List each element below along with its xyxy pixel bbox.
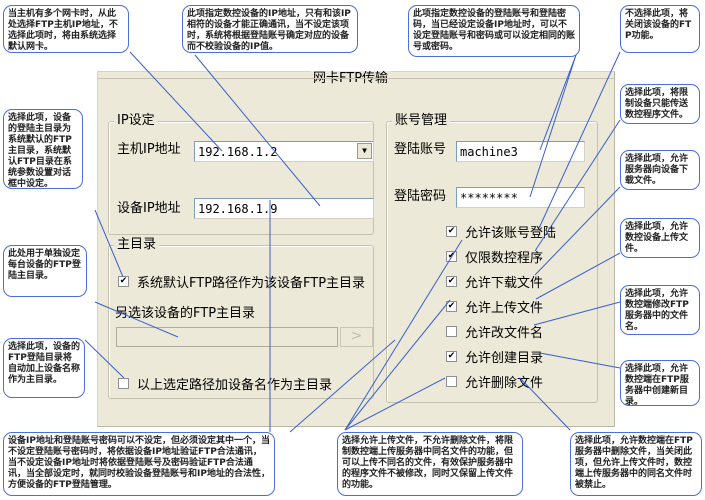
- login-account-label: 登陆账号: [394, 142, 447, 157]
- annotation-upload: 选择此项，允许数控设备上传文件。: [620, 218, 700, 258]
- option-label: 允许下载文件: [465, 276, 544, 291]
- append-name-label: 以上选定路径加设备名作为主目录: [137, 378, 333, 393]
- default-path-checkbox[interactable]: ✔ 系统默认FTP路径作为该设备FTP主目录: [118, 272, 365, 291]
- annotation-mkdir: 选择此项，允许数控端在FTP服务器中创建新目录。: [620, 360, 700, 407]
- annotation-append-name: 选择此项，设备的FTP登陆目录将自动加上设备名称作为主目录。: [3, 338, 85, 398]
- home-directory-legend: 主目录: [114, 237, 160, 252]
- annotation-alt-directory: 此处用于单独设定每台设备的FTP登陆主目录。: [3, 245, 87, 297]
- checkbox-checked-icon[interactable]: ✔: [446, 226, 457, 237]
- option-label: 允许删除文件: [465, 376, 544, 391]
- alt-directory-label: 另选该设备的FTP主目录: [115, 306, 256, 321]
- chevron-down-icon[interactable]: ▼: [357, 143, 372, 159]
- allow-login-checkbox[interactable]: ✔ 允许该账号登陆: [446, 222, 556, 241]
- login-password-input[interactable]: ********: [456, 187, 585, 208]
- allow-delete-checkbox[interactable]: ✔ 允许删除文件: [446, 372, 543, 391]
- checkbox-checked-icon[interactable]: ✔: [118, 276, 129, 287]
- browse-button[interactable]: >: [340, 327, 373, 347]
- annotation-host-ip: 当主机有多个网卡时，从此处选择FTP主机IP地址，不选择此项时，将由系统选择默认…: [3, 5, 129, 53]
- annotation-nc-only: 选择此项，将限制设备只能传送数控程序文件。: [620, 84, 700, 124]
- checkbox-unchecked-icon[interactable]: ✔: [446, 326, 457, 337]
- option-label: 仅限数控程序: [465, 251, 544, 266]
- checkbox-unchecked-icon[interactable]: ✔: [446, 376, 457, 387]
- host-ip-value: 192.168.1.2: [198, 145, 278, 159]
- account-management-legend: 账号管理: [392, 113, 451, 128]
- annotation-default-path: 选择此项，设备的登陆主目录为系统默认的FTP主目录，系统默认FTP目录在系统参数…: [3, 109, 83, 189]
- checkbox-checked-icon[interactable]: ✔: [446, 276, 457, 287]
- host-ip-dropdown[interactable]: 192.168.1.2 ▼: [194, 141, 374, 162]
- append-name-checkbox[interactable]: ✔ 以上选定路径加设备名作为主目录: [118, 374, 332, 393]
- option-label: 允许上传文件: [465, 301, 544, 316]
- device-ip-input[interactable]: 192.168.1.9: [194, 198, 374, 219]
- allow-rename-checkbox[interactable]: ✔ 允许改文件名: [446, 322, 543, 341]
- annotation-allow-login: 不选择此项，将关闭该设备的FTP功能。: [620, 5, 700, 53]
- annotation-delete: 选择此项，允许数控端在FTP服务器中删除文件，当关闭此项，但允许上传文件时，数控…: [570, 432, 702, 496]
- login-password-label: 登陆密码: [394, 189, 447, 204]
- annotation-upload-no-delete: 选择允许上传文件，不允许删除文件，将限制数控端上传服务器中同名文件的功能，但可以…: [337, 432, 523, 496]
- annotation-ip-account-rule: 设备IP地址和登陆账号密码可以不设定，但必须设定其中一个，当不设定登陆账号密码时…: [3, 432, 275, 496]
- ip-settings-legend: IP设定: [114, 113, 158, 128]
- login-account-input[interactable]: machine3: [456, 141, 585, 162]
- allow-upload-checkbox[interactable]: ✔ 允许上传文件: [446, 297, 543, 316]
- default-path-label: 系统默认FTP路径作为该设备FTP主目录: [137, 276, 366, 291]
- device-ip-label: 设备IP地址: [117, 201, 181, 216]
- checkbox-checked-icon[interactable]: ✔: [446, 301, 457, 312]
- checkbox-unchecked-icon[interactable]: ✔: [118, 378, 129, 389]
- host-ip-label: 主机IP地址: [117, 142, 181, 157]
- checkbox-checked-icon[interactable]: ✔: [446, 251, 457, 262]
- option-label: 允许改文件名: [465, 326, 544, 341]
- option-label: 允许该账号登陆: [465, 226, 557, 241]
- option-label: 允许创建目录: [465, 351, 544, 366]
- title-divider: [98, 78, 614, 79]
- annotation-device-ip: 此项指定数控设备的IP地址，只有和该IP相符的设备才能正确通讯，当不设定该项时，…: [182, 5, 358, 53]
- nc-only-checkbox[interactable]: ✔ 仅限数控程序: [446, 247, 543, 266]
- annotation-download: 选择此项，允许服务器向设备下载文件。: [620, 150, 700, 190]
- alt-directory-input[interactable]: [116, 327, 338, 347]
- allow-mkdir-checkbox[interactable]: ✔ 允许创建目录: [446, 347, 543, 366]
- annotation-account: 此项指定数控设备的登陆账号和登陆密码，当已经设定设备IP地址时，可以不设定登陆账…: [408, 5, 580, 57]
- allow-download-checkbox[interactable]: ✔ 允许下载文件: [446, 272, 543, 291]
- annotation-rename: 选择此项，允许数控端修改FTP服务器中的文件名。: [620, 285, 700, 335]
- checkbox-checked-icon[interactable]: ✔: [446, 351, 457, 362]
